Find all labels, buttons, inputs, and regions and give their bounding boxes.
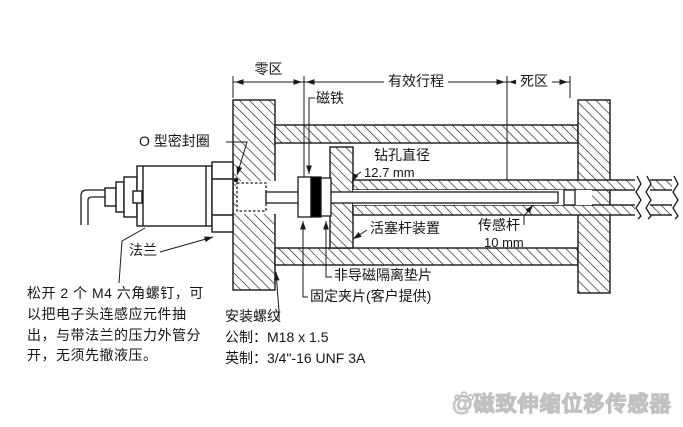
cylinder-top-wall [274,124,579,144]
paw-icon [454,391,474,410]
label-bore-diameter-title: 钻孔直径 [374,147,430,163]
rod-break-symbol [635,175,683,220]
bore-end-plug [563,189,576,206]
magnet-shape [310,176,322,218]
clip-leader [300,221,308,298]
label-nonmagnetic-spacer: 非导磁隔离垫片 [334,267,432,283]
label-mounting-thread-imperial: 英制：3/4"-16 UNF 3A [225,350,366,366]
note-line-2: 以把电子头连感应元件抽 [27,305,187,322]
piston-rod-bottom-wall [352,204,677,216]
label-piston-rod-assembly: 活塞杆装置 [370,220,440,236]
label-fixing-clip: 固定夹片(客户提供) [310,288,432,304]
o-ring-leader [226,141,248,176]
note-line-1: 松开 2 个 M4 六角螺钉，可 [27,285,204,301]
leader-lines [118,97,534,320]
label-flange: 法兰 [129,242,157,258]
cable-gland [104,187,117,207]
dim-label-zero-zone: 零区 [254,61,283,77]
sensor-rod-shape [265,191,559,204]
magnet-assembly [297,176,332,218]
label-bore-diameter-value: 12.7 mm [364,165,415,180]
sensor-rod-leader [523,204,534,225]
cable [80,189,106,225]
note-line-4: 开，无须先撤液压。 [27,347,158,364]
fixing-clip-shape [297,176,312,218]
cable-inner [87,196,106,225]
cylinder-bottom-wall [274,247,579,266]
piston-rod-leader [352,229,368,240]
piston-rod-top-wall [352,179,677,191]
label-magnet: 磁铁 [316,90,344,106]
mounting-thread-stub [236,182,267,212]
flange-hex-nut [211,161,234,233]
bore-diameter-leader [351,171,362,183]
connector-collar [115,181,125,213]
watermark-text: @磁致伸缩位移传感器 [451,393,672,417]
removal-note: 松开 2 个 M4 六角螺钉，可 以把电子头连感应元件抽 出，与带法兰的压力外管… [27,283,204,366]
label-sensor-rod: 传感杆 [478,217,520,233]
connector-pin [132,190,143,204]
label-sensor-rod-diameter: 10 mm [484,235,524,250]
thread-leader [273,271,280,320]
flange-leader [159,236,214,253]
dim-label-dead-zone: 死区 [516,73,552,90]
label-o-ring: O 型密封圈 [139,133,210,149]
dim-label-effective-stroke: 有效行程 [384,73,448,90]
note-line-3: 出，与带法兰的压力外管分 [27,326,201,343]
o-ring-section [233,177,239,183]
magnet-leader [306,97,315,174]
label-mounting-thread-title: 安装螺纹 [225,308,281,324]
note-leader [118,227,146,284]
watermark: @磁致伸缩位移传感器 [451,388,672,418]
cylinder-structure [232,99,677,294]
spacer-leader [323,221,332,278]
sensor-head [80,161,234,233]
label-mounting-thread-metric: 公制：M18 x 1.5 [225,329,329,345]
electronics-housing [136,165,213,227]
nonmagnetic-spacer-shape [320,177,332,217]
